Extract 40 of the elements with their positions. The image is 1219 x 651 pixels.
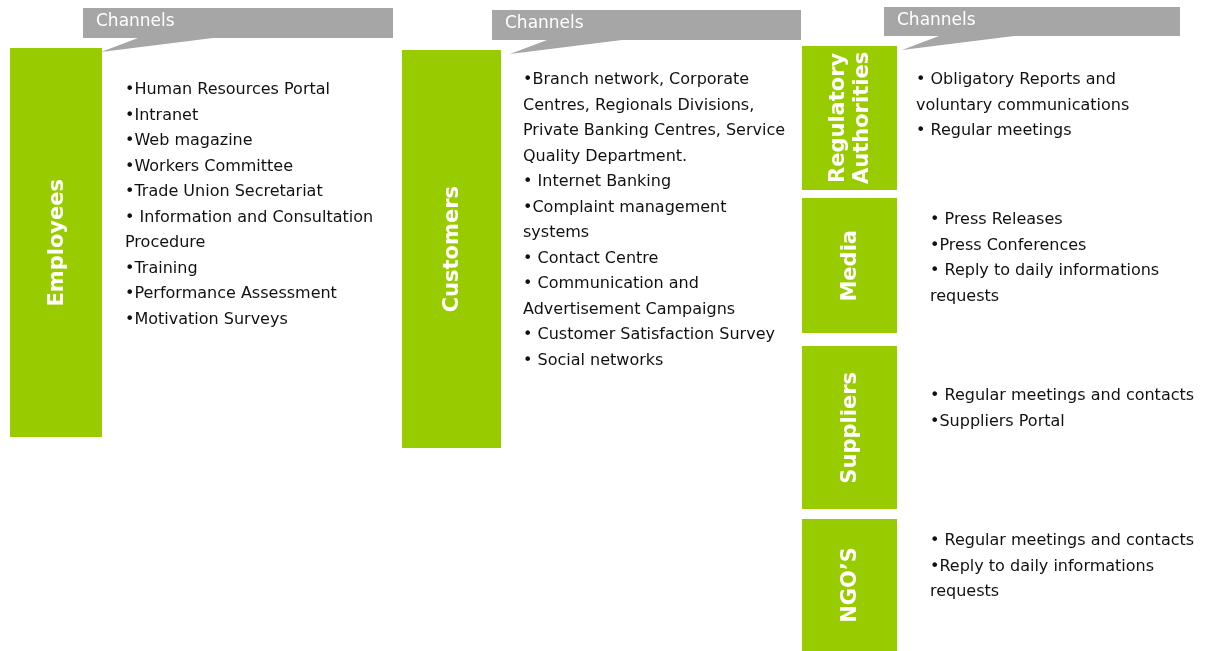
stakeholder-label: Regulatory Authorities — [825, 51, 874, 185]
bullet-item: •Workers Committee — [125, 154, 295, 177]
bullet-item: • Customer Satisfaction Survey — [523, 323, 776, 345]
bullet-item: •Suppliers Portal — [930, 409, 1066, 432]
bullet-item: • Regular meetings and contacts — [930, 384, 1196, 406]
bullet-item: •Web magazine — [125, 129, 254, 151]
stakeholder-box — [802, 198, 897, 333]
bullet-item: •Branch network, Corporate Centres, Regionals Divisions, Private Banking Centres, Service Quality Department. — [523, 68, 787, 167]
bullet-item: •Human Resources Portal — [125, 78, 331, 100]
stakeholder-box — [802, 46, 897, 190]
stakeholder-box — [802, 519, 897, 651]
callout-label: Channels — [96, 10, 175, 30]
bullet-item: • Obligatory Reports and voluntary communications — [916, 68, 1131, 116]
stakeholder-box — [10, 48, 102, 437]
stakeholder-label: Employees — [43, 178, 69, 307]
bullet-item: • Press Releases — [930, 208, 1064, 230]
bullet-item: •Intranet — [125, 103, 200, 126]
callout-label: Channels — [505, 12, 584, 32]
bullet-item: •Complaint management systems — [523, 195, 728, 243]
stakeholder-label: NGO’S — [837, 547, 862, 623]
stakeholder-label: Customers — [439, 185, 464, 313]
stakeholder-label: Suppliers — [837, 371, 862, 484]
bullet-item: • Information and Consultation Procedure — [125, 205, 375, 253]
bullet-item: •Trade Union Secretariat — [125, 180, 324, 202]
bullet-item: •Performance Assessment — [125, 282, 338, 304]
stakeholder-box — [402, 50, 501, 448]
bullet-item: • Regular meetings — [916, 119, 1073, 141]
bullet-item: • Social networks — [523, 348, 665, 371]
bullet-item: • Internet Banking — [523, 170, 673, 192]
bullet-item: • Contact Centre — [523, 246, 660, 269]
bullet-item: • Communication and Advertisement Campaigns — [523, 272, 737, 320]
bullet-item: •Reply to daily informations requests — [930, 554, 1156, 602]
bullet-item: •Motivation Surveys — [125, 307, 289, 330]
bullet-item: •Press Conferences — [930, 233, 1088, 256]
bullet-item: • Reply to daily informations requests — [930, 259, 1161, 307]
bullet-item: • Regular meetings and contacts — [930, 529, 1196, 551]
stakeholder-label: Media — [837, 229, 862, 302]
stakeholder-box — [802, 346, 897, 509]
bullet-item: •Training — [125, 256, 199, 279]
callout-label: Channels — [897, 9, 976, 29]
